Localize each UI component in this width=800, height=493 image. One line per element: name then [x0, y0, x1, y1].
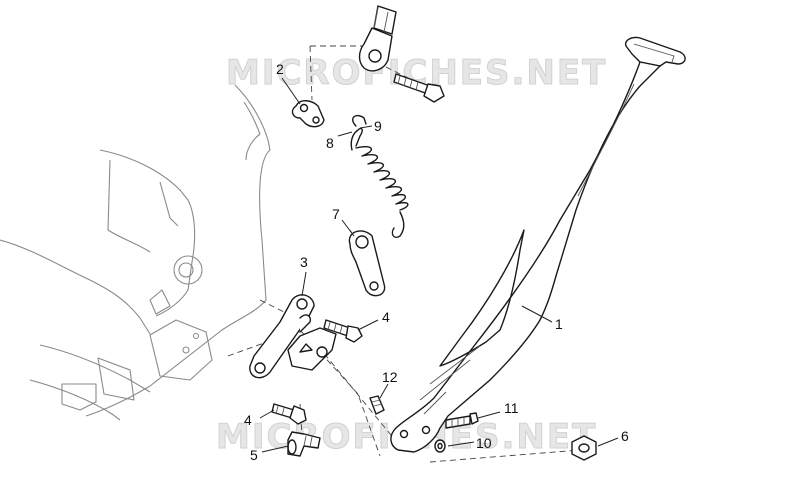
assembly-dashed-lines [227, 45, 581, 463]
part-3-bracket [249, 294, 337, 379]
callout-labels: 2 9 8 7 3 4 1 12 11 10 6 4 5 [244, 61, 629, 463]
frame-outline [0, 84, 271, 421]
part-12-screw [369, 395, 385, 415]
watermark-top: MICROFICHES.NET [226, 53, 607, 93]
callout-3: 3 [300, 254, 308, 270]
part-9-spring [350, 114, 409, 238]
callout-12: 12 [382, 369, 398, 385]
callout-8: 8 [326, 135, 334, 151]
part-7-plate [348, 230, 386, 297]
callout-6: 6 [621, 428, 629, 444]
upper-bolt [393, 73, 445, 103]
part-10-washer [434, 439, 446, 453]
upper-mount-end [358, 5, 397, 72]
part-2-bracket [291, 100, 325, 128]
callout-1: 1 [555, 316, 563, 332]
callout-10: 10 [476, 435, 492, 451]
part-5-pivot-bolt [287, 431, 321, 457]
callout-7: 7 [332, 206, 340, 222]
callout-9: 9 [374, 118, 382, 134]
callout-5: 5 [250, 447, 258, 463]
callout-11: 11 [504, 400, 519, 416]
part-1-side-stand [390, 36, 686, 453]
leader-lines [259, 77, 619, 453]
callout-4-upper: 4 [382, 309, 390, 325]
part-11-bolt [445, 412, 479, 429]
callout-2: 2 [276, 61, 284, 77]
part-6-nut [571, 435, 597, 461]
part-4-bolt-lower [271, 403, 307, 425]
callout-4-lower: 4 [244, 412, 252, 428]
